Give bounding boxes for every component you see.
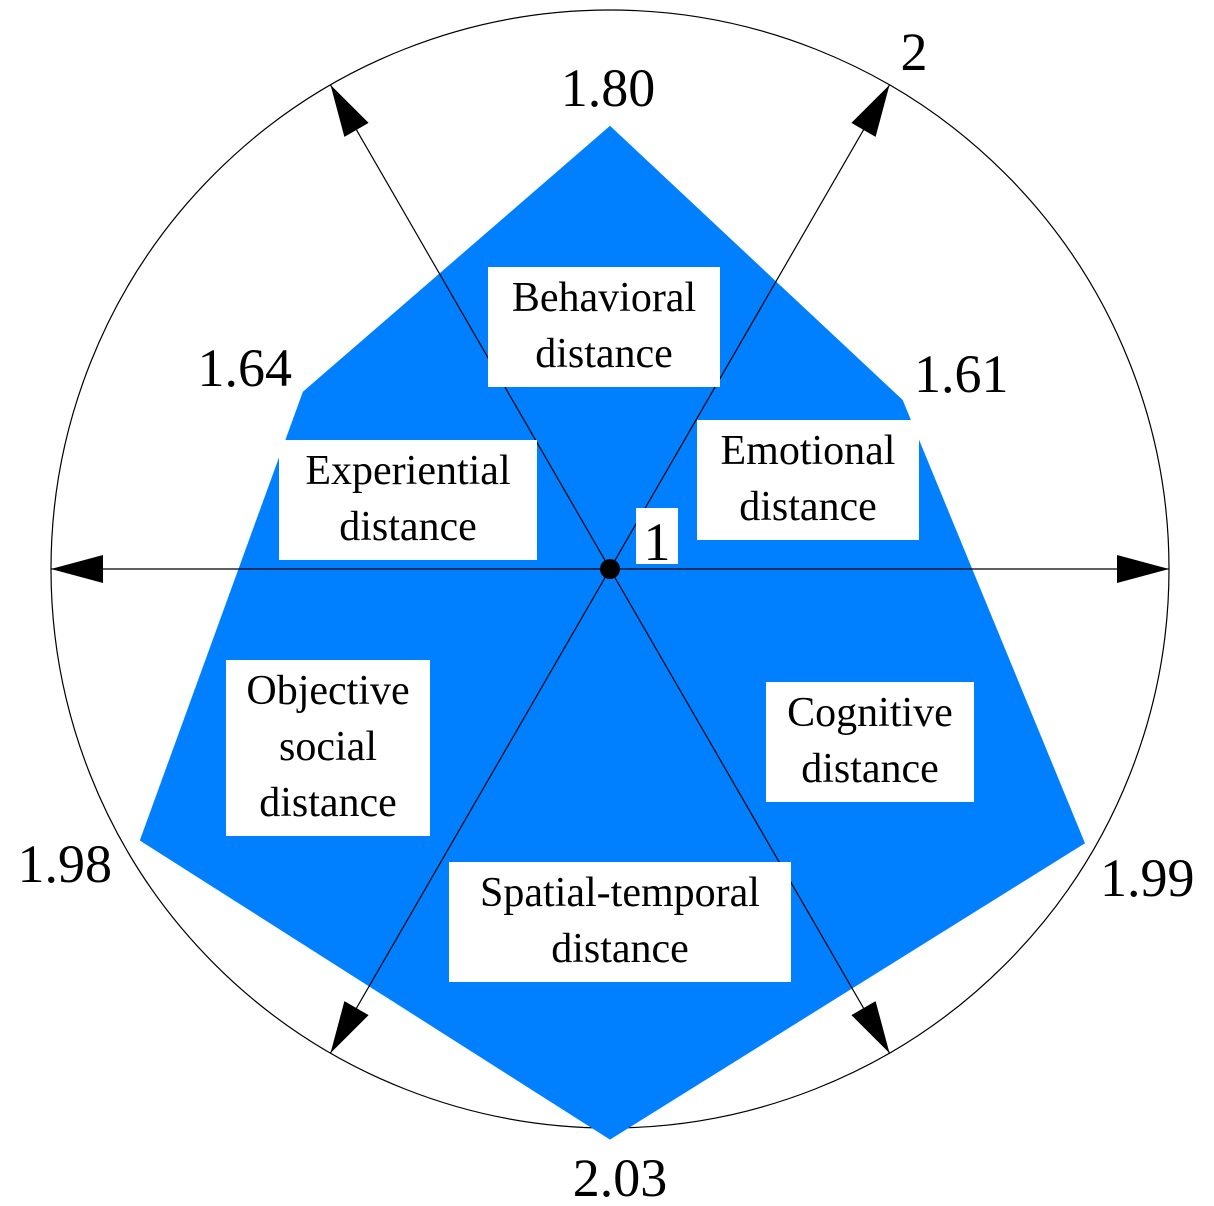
center-scale-box: [636, 508, 678, 564]
category-box-6: [279, 440, 537, 560]
category-box-2: [697, 420, 919, 540]
category-text: Cognitive: [787, 690, 953, 736]
category-text: Emotional: [721, 428, 896, 474]
category-text: Spatial-temporal: [480, 870, 760, 916]
category-text: Behavioral: [512, 275, 696, 321]
value-label: 1.80: [561, 58, 656, 118]
value-label: 1.99: [1100, 848, 1195, 908]
category-text: distance: [339, 504, 477, 550]
value-label: 2.03: [573, 1148, 668, 1206]
category-label-2: Emotional distance: [697, 420, 919, 540]
category-text: Objective: [246, 668, 409, 714]
category-text: distance: [739, 484, 877, 530]
category-label-5: Objective social distance: [226, 660, 430, 836]
category-text: distance: [535, 331, 673, 377]
axis-arrow-3a: [330, 84, 369, 137]
center-dot: [600, 559, 620, 579]
category-text: distance: [551, 926, 689, 972]
value-label: 1.61: [914, 344, 1009, 404]
category-text: social: [279, 724, 377, 770]
center-scale-label: 1: [644, 512, 671, 572]
value-label: 1.64: [198, 338, 293, 398]
axis-arrow-2b: [330, 1001, 369, 1054]
value-label: 1.98: [18, 834, 113, 894]
axis-arrow-2a: [851, 84, 890, 137]
category-box-1: [488, 267, 720, 387]
category-label-4: Spatial-temporal distance: [449, 862, 791, 982]
category-text: distance: [259, 780, 397, 826]
data-polygon: [139, 125, 1086, 1140]
category-label-6: Experiential distance: [279, 440, 537, 560]
category-label-1: Behavioral distance: [488, 267, 720, 387]
category-label-3: Cognitive distance: [766, 682, 974, 802]
axis-arrow-1b: [51, 555, 103, 583]
category-box-5: [226, 660, 430, 836]
category-box-3: [766, 682, 974, 802]
category-text: Experiential: [305, 448, 510, 494]
outer-scale-label: 2: [901, 22, 928, 82]
axis-arrow-1a: [1117, 555, 1169, 583]
axis-arrow-3b: [851, 1001, 890, 1054]
category-box-4: [449, 862, 791, 982]
category-text: distance: [801, 746, 939, 792]
